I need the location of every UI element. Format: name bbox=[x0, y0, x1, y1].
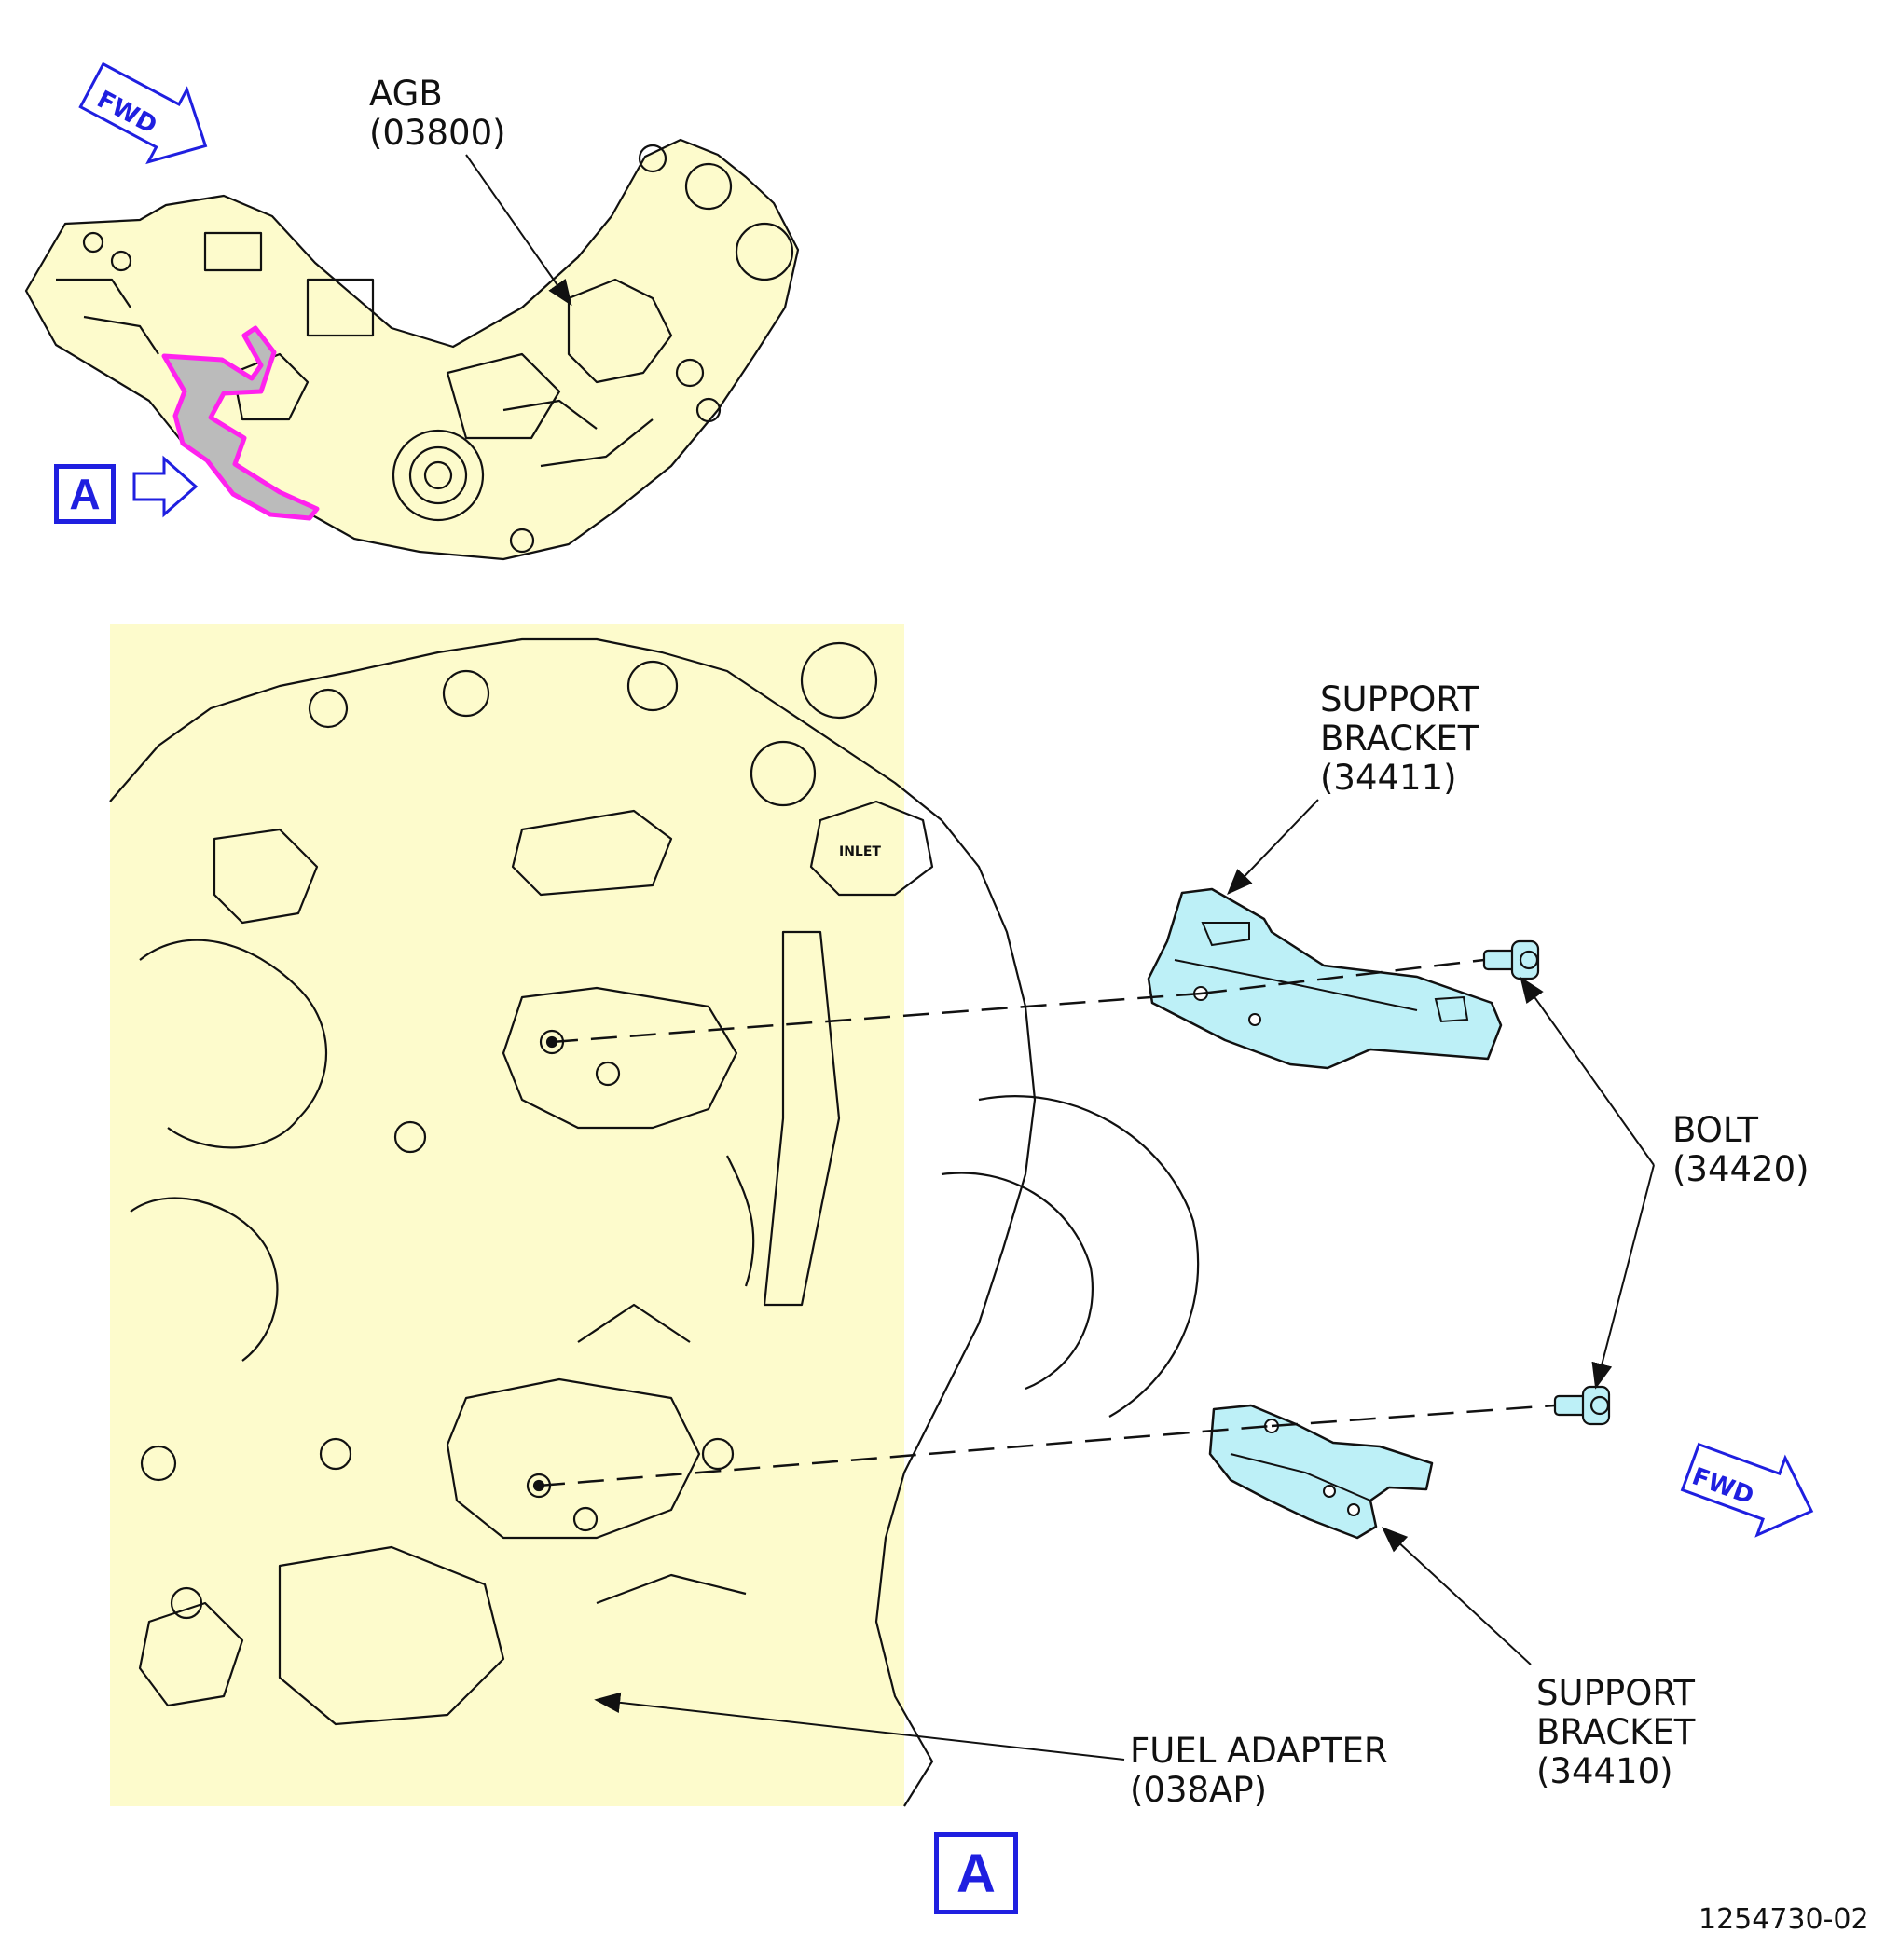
leader-lines bbox=[594, 799, 1655, 1761]
inlet-stamp: INLET bbox=[839, 844, 881, 859]
fuel-adapter-label: FUEL ADAPTER (038AP) bbox=[1130, 1731, 1388, 1810]
view-a-marker-top: A bbox=[54, 464, 116, 524]
support-bracket-lower-label: SUPPORT BRACKET (34410) bbox=[1536, 1673, 1696, 1791]
fwd-arrow-top-icon bbox=[78, 62, 208, 165]
fuel-adapter-highlight bbox=[161, 325, 320, 521]
alignment-lines bbox=[538, 958, 1556, 1487]
bolt-label: BOLT (34420) bbox=[1672, 1110, 1809, 1189]
detail-view-background bbox=[110, 624, 904, 1806]
view-a-marker-bottom: A bbox=[934, 1832, 1018, 1914]
document-number: 1254730-02 bbox=[1699, 1903, 1869, 1936]
fuel-adapter-detail: INLET bbox=[109, 637, 1200, 1807]
agb-label: AGB (03800) bbox=[369, 74, 506, 153]
bolt-lower-part bbox=[1553, 1385, 1611, 1426]
view-a-pointer-icon bbox=[132, 455, 199, 518]
support-bracket-lower-part bbox=[1208, 1404, 1434, 1540]
support-bracket-upper-label: SUPPORT BRACKET (34411) bbox=[1320, 679, 1479, 798]
agb-leader bbox=[465, 154, 572, 307]
fwd-arrow-bottom-icon bbox=[1680, 1442, 1814, 1538]
bolt-upper-part bbox=[1482, 939, 1540, 980]
